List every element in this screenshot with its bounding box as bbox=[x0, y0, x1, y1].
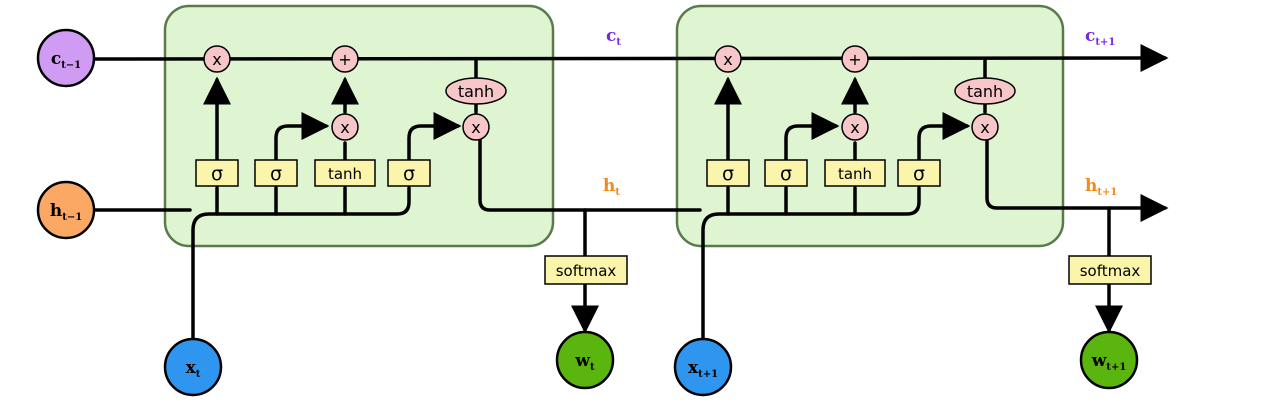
softmax-label: softmax bbox=[1080, 262, 1141, 280]
cell1-forget-multiply: x bbox=[203, 45, 231, 73]
multiply-symbol: x bbox=[723, 50, 732, 69]
cell1-input-multiply: x bbox=[331, 113, 359, 141]
node-c-prev-circle bbox=[36, 28, 96, 88]
tanh-label: tanh bbox=[328, 165, 362, 183]
node-x-t-base: x bbox=[186, 358, 197, 378]
cell2-output-multiply: x bbox=[971, 113, 999, 141]
node-c-prev-base: c bbox=[51, 49, 61, 69]
cell1-forget-gate: σ bbox=[195, 159, 239, 187]
svg-text:xt+1: xt+1 bbox=[688, 358, 718, 380]
node-x-next-base: x bbox=[688, 358, 699, 378]
cell2-candidate-gate: tanh bbox=[824, 159, 886, 187]
softmax-box-1: softmax bbox=[544, 255, 628, 285]
cell2-forget-multiply: x bbox=[714, 45, 742, 73]
node-w-next-sub: t+1 bbox=[1106, 362, 1126, 373]
multiply-symbol: x bbox=[980, 118, 989, 137]
cell1-input-arrow bbox=[274, 112, 330, 162]
node-c-prev-sub: t−1 bbox=[61, 60, 81, 71]
wire-label-h-next-sub: t+1 bbox=[1097, 187, 1117, 198]
cell2-add: + bbox=[841, 45, 869, 73]
cell1-input-bus bbox=[191, 186, 411, 347]
wire-label-h-t-base: h bbox=[603, 176, 615, 196]
cell2-state-tanh: tanh bbox=[954, 77, 1016, 105]
node-h-prev: ht−1 bbox=[36, 180, 96, 240]
sigma-label: σ bbox=[780, 163, 792, 185]
node-x-t-sub: t bbox=[196, 369, 201, 380]
sigma-label: σ bbox=[270, 163, 282, 185]
wire-label-c-next: ct+1 bbox=[1085, 26, 1115, 48]
hidden-line-2-out bbox=[985, 138, 1169, 222]
cell1-candidate-gate: tanh bbox=[314, 159, 376, 187]
node-h-prev-base: h bbox=[50, 201, 62, 221]
hidden-line-1-to-2 bbox=[478, 138, 702, 212]
multiply-symbol: x bbox=[471, 118, 480, 137]
node-x-next-sub: t+1 bbox=[698, 369, 718, 380]
sigma-label: σ bbox=[403, 163, 415, 185]
node-c-prev: ct−1 bbox=[36, 28, 96, 88]
softmax-label: softmax bbox=[556, 262, 617, 280]
cell2-output-arrow bbox=[917, 112, 971, 162]
node-h-prev-sub: t−1 bbox=[62, 212, 82, 223]
add-symbol: + bbox=[848, 50, 861, 69]
cell2-input-bus bbox=[701, 186, 921, 347]
wire-label-c-t: ct bbox=[606, 26, 621, 48]
cell1-output-arrow bbox=[407, 112, 462, 162]
wire-label-c-t-sub: t bbox=[616, 37, 621, 48]
svg-text:xt: xt bbox=[186, 358, 201, 380]
multiply-symbol: x bbox=[212, 50, 221, 69]
wire-label-h-t-sub: t bbox=[615, 187, 620, 198]
node-h-prev-circle bbox=[36, 180, 96, 240]
sigma-label: σ bbox=[722, 163, 734, 185]
add-symbol: + bbox=[338, 50, 351, 69]
node-x-next-circle bbox=[673, 337, 733, 397]
lstm-cell-2 bbox=[675, 4, 1065, 248]
multiply-symbol: x bbox=[850, 118, 859, 137]
node-x-t-circle bbox=[163, 337, 223, 397]
wire-label-h-next: ht+1 bbox=[1085, 176, 1117, 198]
wire-label-c-next-base: c bbox=[1085, 26, 1095, 46]
wire-label-c-next-sub: t+1 bbox=[1095, 37, 1115, 48]
node-x-next: xt+1 bbox=[673, 337, 733, 397]
sigma-label: σ bbox=[211, 163, 223, 185]
node-w-t: wt bbox=[555, 330, 615, 390]
cell2-input-arrow bbox=[784, 112, 840, 162]
node-x-t: xt bbox=[163, 337, 223, 397]
svg-text:wt+1: wt+1 bbox=[1091, 351, 1127, 373]
svg-text:ht−1: ht−1 bbox=[50, 201, 82, 223]
wire-label-c-t-base: c bbox=[606, 26, 616, 46]
wire-label-h-t: ht bbox=[603, 176, 620, 198]
node-w-next-base: w bbox=[1091, 351, 1107, 371]
softmax-box-2: softmax bbox=[1068, 255, 1152, 285]
tanh-label: tanh bbox=[458, 82, 494, 101]
node-w-t-sub: t bbox=[590, 362, 595, 373]
cell2-input-multiply: x bbox=[841, 113, 869, 141]
node-w-next: wt+1 bbox=[1079, 330, 1139, 390]
cell1-output-gate: σ bbox=[387, 159, 431, 187]
multiply-symbol: x bbox=[340, 118, 349, 137]
sigma-label: σ bbox=[913, 163, 925, 185]
node-w-next-circle bbox=[1079, 330, 1139, 390]
tanh-label: tanh bbox=[838, 165, 872, 183]
cell2-output-gate: σ bbox=[897, 159, 941, 187]
svg-text:ct−1: ct−1 bbox=[51, 49, 81, 71]
node-w-t-base: w bbox=[574, 351, 590, 371]
wire-label-h-next-base: h bbox=[1085, 176, 1097, 196]
cell1-input-gate: σ bbox=[254, 159, 298, 187]
cell1-state-tanh: tanh bbox=[445, 77, 507, 105]
cell2-input-gate: σ bbox=[764, 159, 808, 187]
cell1-output-multiply: x bbox=[462, 113, 490, 141]
cell-state-line bbox=[93, 44, 1169, 73]
node-w-t-circle bbox=[555, 330, 615, 390]
cell2-forget-gate: σ bbox=[706, 159, 750, 187]
svg-text:wt: wt bbox=[574, 351, 595, 373]
cell1-add: + bbox=[331, 45, 359, 73]
tanh-label: tanh bbox=[967, 82, 1003, 101]
